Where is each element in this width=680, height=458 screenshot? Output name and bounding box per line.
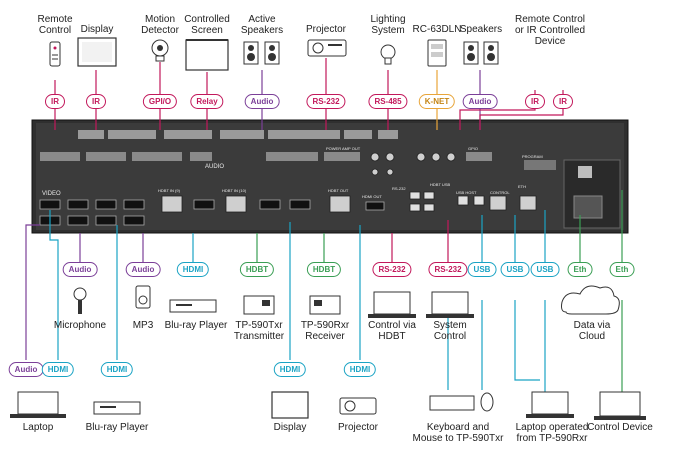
tp590rxr-icon [309, 295, 341, 315]
pill-ir2: IR [86, 94, 106, 109]
pill-hdmi-projector: HDMI [343, 362, 377, 377]
pill-hdmi-bluray2: HDMI [100, 362, 134, 377]
pill-audio-mic: Audio [62, 262, 98, 277]
pill-ir1: IR [45, 94, 65, 109]
pill-rs485: RS-485 [368, 94, 408, 109]
pill-gpio: GPI/O [142, 94, 178, 109]
panel-gpio-label: GPIO [468, 146, 478, 151]
pill-usb1: USB [467, 262, 497, 277]
pill-eth2: Eth [609, 262, 635, 277]
panel-video-label: VIDEO [42, 191, 61, 197]
panel-control-label: CONTROL [490, 190, 510, 195]
pill-rs232-top: RS-232 [306, 94, 346, 109]
control-device-label: Control Device [587, 422, 653, 433]
panel-audio-label: AUDIO [205, 164, 224, 170]
speakers-icon [463, 41, 499, 65]
panel-hdbt-in-label: HDBT IN (9) [158, 188, 181, 193]
laptop-label: Laptop [22, 422, 54, 433]
display-top-label: Display [80, 24, 114, 35]
rc63dln-label: RC-63DLN [412, 24, 462, 35]
panel-hdbt-in2-label: HDBT IN (10) [222, 188, 247, 193]
projector-bottom-icon [339, 397, 377, 415]
panel-hdmi-out-label: HDMI OUT [362, 194, 382, 199]
panel-hdbt-out-label: HDBT OUT [328, 188, 349, 193]
display-bottom-label: Display [273, 422, 307, 433]
pill-rs232-b: RS-232 [428, 262, 468, 277]
remote-control-icon [49, 41, 61, 67]
pill-hdbt-rx: HDBT [306, 262, 342, 277]
display-icon [77, 37, 117, 67]
bluray-bottom-label: Blu-ray Player [85, 422, 149, 433]
connection-lines [25, 58, 623, 395]
controlled-screen-icon [185, 39, 229, 71]
pill-rs232-a: RS-232 [372, 262, 412, 277]
pill-hdmi-display: HDMI [273, 362, 307, 377]
laptop-operated-icon [526, 391, 574, 418]
bluray-player-bottom-icon [93, 401, 141, 415]
pill-knet: K-NET [418, 94, 456, 109]
speakers-label: Speakers [459, 24, 503, 35]
rc63dln-icon [427, 39, 447, 67]
keyboard-mouse-icon [429, 392, 494, 412]
panel-hdbt-usb-label: HDBT USB [430, 182, 450, 187]
pill-audio-speakers: Audio [462, 94, 498, 109]
laptop-control-hdbt-icon [368, 291, 416, 318]
tp590txr-icon [243, 295, 275, 315]
lighting-system-icon [380, 44, 396, 65]
pill-hdmi-laptop: HDMI [41, 362, 75, 377]
laptop-icon [10, 391, 66, 418]
device-rear-panel [31, 119, 629, 234]
microphone-label: Microphone [53, 320, 107, 331]
mp3-label: MP3 [132, 320, 154, 331]
motion-detector-icon [151, 39, 169, 62]
active-speakers-icon [243, 41, 280, 65]
bluray-mid-label: Blu-ray Player [164, 320, 228, 331]
panel-power-amp-label: POWER AMP OUT [326, 146, 361, 151]
bluray-player-icon [169, 299, 217, 313]
panel-rs232-label: RS-232 [392, 186, 406, 191]
mp3-icon [135, 285, 151, 309]
pill-usb3: USB [530, 262, 560, 277]
panel-eth-label: ETH [518, 184, 526, 189]
pill-audio-top: Audio [244, 94, 280, 109]
projector-top-label: Projector [305, 24, 347, 35]
pill-ir3: IR [525, 94, 545, 109]
laptop-system-control-icon [426, 291, 474, 318]
pill-hdbt-tx: HDBT [239, 262, 275, 277]
pill-audio-laptop: Audio [8, 362, 44, 377]
control-device-icon [594, 391, 646, 420]
cloud-icon [561, 285, 620, 315]
pill-ir4: IR [553, 94, 573, 109]
microphone-icon [73, 287, 87, 314]
display-bottom-icon [271, 391, 309, 419]
pill-audio-mp3: Audio [125, 262, 161, 277]
projector-icon [307, 39, 347, 57]
device-icons [10, 37, 646, 420]
pill-hdmi-bluray: HDMI [176, 262, 210, 277]
panel-program-label: PROGRAM [522, 154, 543, 159]
pill-eth1: Eth [567, 262, 593, 277]
panel-labels: AUDIO VIDEO HDBT IN (9) HDBT IN (10) HDB… [42, 146, 543, 199]
projector-bottom-label: Projector [337, 422, 379, 433]
pill-usb2: USB [500, 262, 530, 277]
pill-relay: Relay [190, 94, 224, 109]
panel-usb-host-label: USB HOST [456, 190, 477, 195]
